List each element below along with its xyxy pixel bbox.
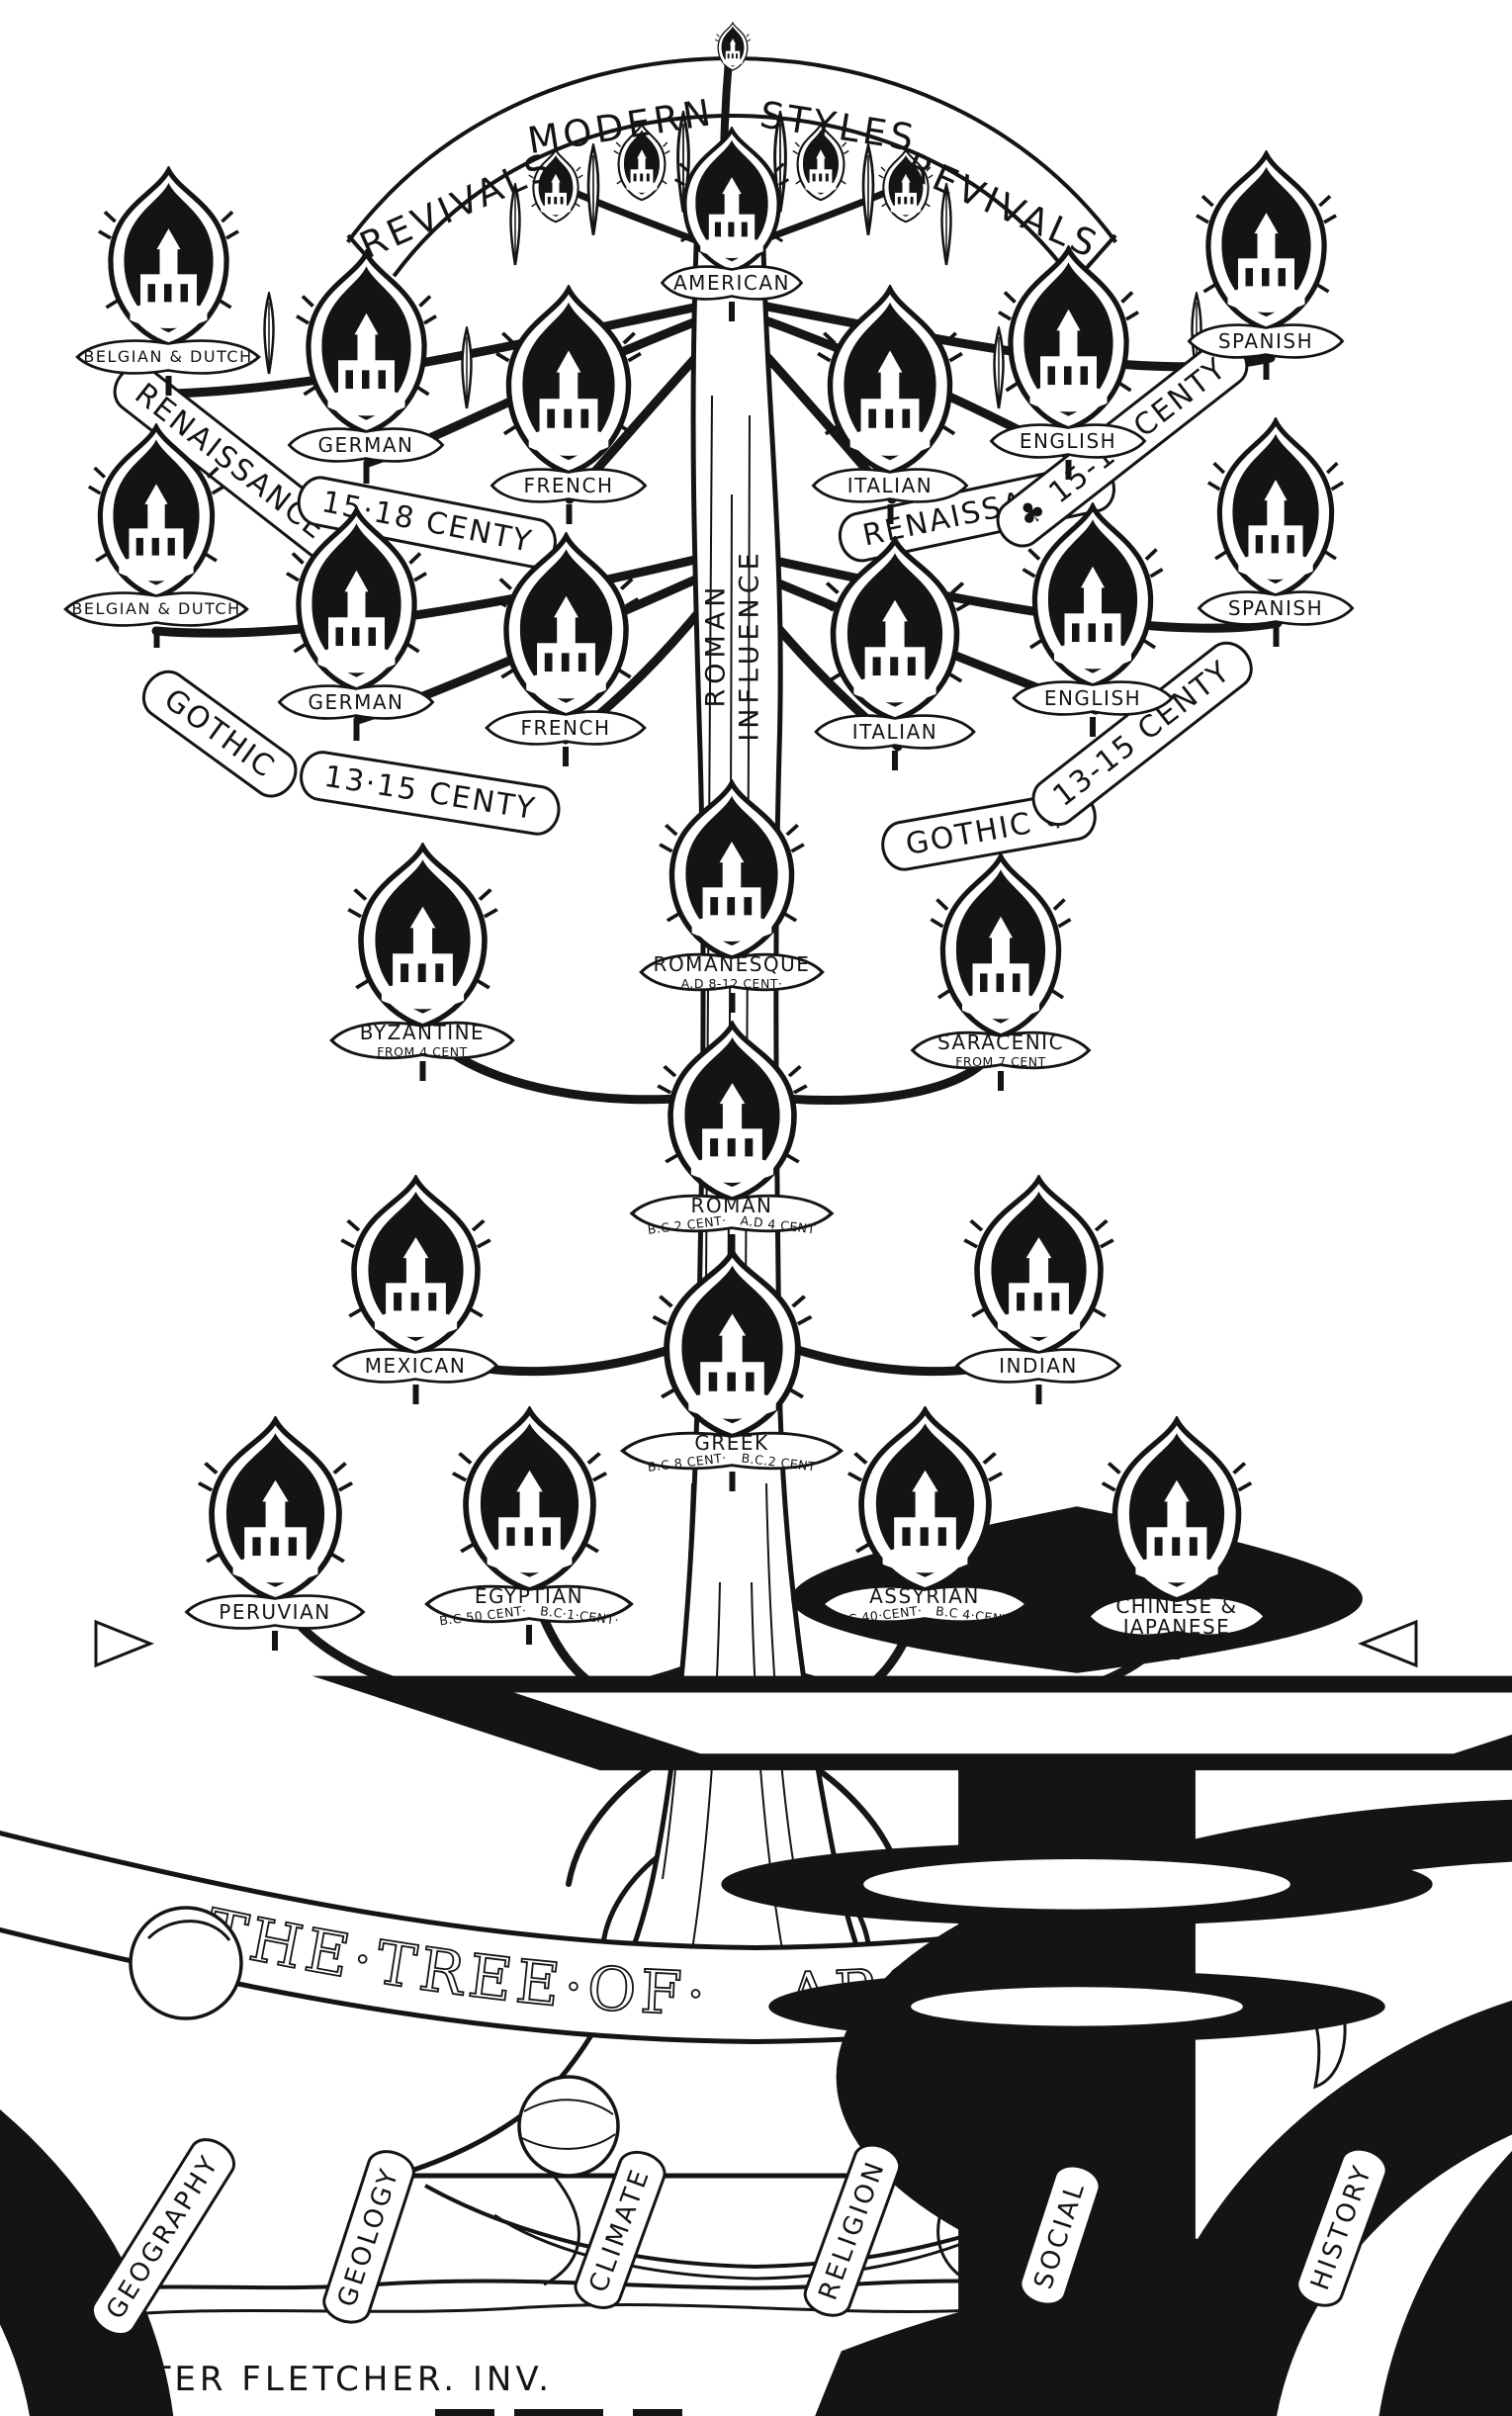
node-label: BYZANTINE: [359, 1021, 486, 1044]
node-peruvian: PERUVIAN: [181, 1416, 369, 1651]
node-label: BELGIAN & DUTCH: [71, 599, 241, 619]
globe-on-lap: [517, 2075, 620, 2178]
node-label: FRENCH: [523, 474, 614, 497]
node-date: A.D 8-12 CENT·: [680, 976, 783, 991]
node-label: ROMAN: [690, 1194, 773, 1217]
pennant-left: [94, 1619, 155, 1668]
node-label: GREEK: [694, 1431, 769, 1455]
node-label: CHINESE &: [1115, 1594, 1238, 1618]
node-roman: ROMAN B.C 2 CENT· A.D 4 CENT: [626, 1021, 839, 1254]
node-label: FRENCH: [520, 716, 611, 740]
node-date-left: B.C 2 CENT·: [647, 1212, 728, 1237]
node-german-gothic: GERMAN: [275, 506, 438, 741]
node-italian-renaissance: ITALIAN: [809, 285, 972, 524]
attribution-text: BANISTER FLETCHER. INV.: [28, 2360, 554, 2399]
node-egyptian: EGYPTIAN B.C 50 CENT· B.C·1·CENT·: [420, 1406, 638, 1645]
node-date-right: A.D 4 CENT: [740, 1212, 817, 1237]
node-date-right: B.C.2 CENT: [740, 1450, 817, 1475]
trunk-label-line1: ROMAN: [700, 582, 732, 708]
node-label: MEXICAN: [364, 1354, 467, 1378]
node-label: ITALIAN: [846, 474, 934, 497]
node-spanish-gothic: SPANISH: [1195, 417, 1358, 647]
node-label: AMERICAN: [673, 271, 790, 295]
pennant-right: [1357, 1619, 1418, 1668]
node-italian-gothic: ITALIAN: [811, 536, 979, 770]
node-indian: INDIAN: [952, 1175, 1125, 1404]
node-chinese-japanese: CHINESE & JAPANESE: [1083, 1416, 1271, 1659]
node-french-gothic: FRENCH: [482, 532, 650, 766]
node-assyrian: ASSYRIAN B.C 40·CENT· B.C 4·CENT·: [816, 1406, 1033, 1645]
node-byzantine: BYZANTINE FROM 4 CENT: [326, 843, 519, 1081]
node-greek: GREEK B.C.8 CENT· B.C.2 CENT: [616, 1248, 848, 1491]
node-label: GERMAN: [308, 690, 404, 714]
node-label-line2: JAPANESE: [1122, 1615, 1231, 1639]
node-english-gothic: ENGLISH: [1009, 502, 1177, 737]
node-label: ROMANESQUE: [653, 952, 811, 976]
node-label: ENGLISH: [1019, 429, 1117, 453]
node-romanesque: ROMANESQUE A.D 8-12 CENT·: [636, 779, 829, 1013]
node-date-left: B.C.8 CENT·: [647, 1450, 728, 1475]
node-belgian-dutch-gothic: BELGIAN & DUTCH: [60, 423, 253, 648]
node-label: INDIAN: [999, 1354, 1078, 1378]
node-american: AMERICAN: [658, 127, 806, 321]
node-label: EGYPTIAN: [474, 1584, 584, 1608]
node-label: SPANISH: [1227, 596, 1324, 620]
node-mexican: MEXICAN: [329, 1175, 502, 1404]
node-french-renaissance: FRENCH: [488, 285, 651, 524]
node-label: GERMAN: [317, 433, 414, 457]
node-label: ITALIAN: [851, 720, 938, 744]
trunk-label-roman-influence: ROMAN INFLUENCE: [701, 548, 765, 741]
node-english-renaissance: ENGLISH: [987, 245, 1150, 480]
node-date: FROM 7 CENT: [955, 1054, 1046, 1069]
cropped-text-fragments: [435, 2409, 682, 2416]
node-spanish-renaissance: SPANISH: [1185, 150, 1348, 380]
node-label: SPANISH: [1217, 329, 1314, 353]
node-label: ASSYRIAN: [869, 1584, 980, 1608]
node-label: SARACENIC: [936, 1030, 1065, 1054]
sphere-held-left: [129, 1906, 243, 2020]
node-german-renaissance: GERMAN: [285, 249, 448, 484]
node-label: BELGIAN & DUTCH: [83, 347, 253, 367]
trunk-label-line2: INFLUENCE: [734, 548, 765, 742]
node-date: FROM 4 CENT: [377, 1044, 468, 1059]
node-label: PERUVIAN: [219, 1600, 331, 1624]
node-label: ENGLISH: [1043, 686, 1142, 710]
node-belgian-dutch-renaissance: BELGIAN & DUTCH: [72, 166, 265, 396]
node-saracenic: SARACENIC FROM 7 CENT: [907, 852, 1095, 1091]
